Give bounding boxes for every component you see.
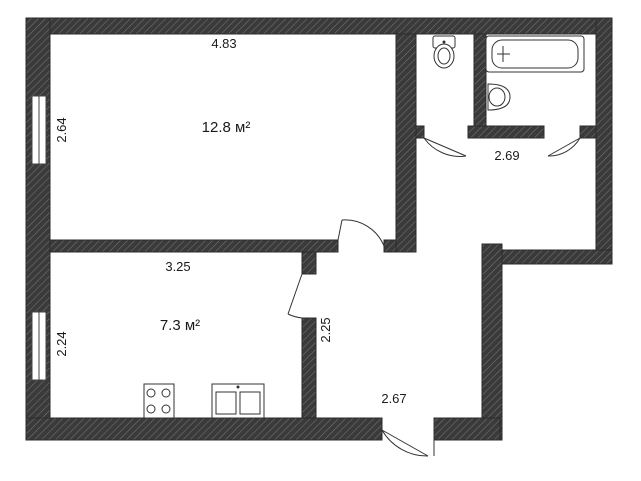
wall-bath-right [579,125,597,139]
wall-bottom-right [433,417,501,441]
wall-stub-kitchen [301,251,317,275]
kitchen-height-label: 2.24 [54,331,69,356]
wall-kitchen-corridor [301,317,317,419]
door-swing-icon [337,219,385,247]
room-large-area-label: 12.8 м² [202,119,251,136]
corridor-height-label: 2.25 [318,317,333,342]
corridor-lower-width-label: 2.67 [381,391,406,406]
wall-vertical-middle [395,33,417,253]
door-swing-icon [287,273,303,319]
wall-top [25,17,613,35]
toilet-icon [432,35,456,69]
sink-icon [487,83,511,111]
wall-between-rooms [49,239,339,253]
wall-bath-front [467,125,545,139]
room-large-width-label: 4.83 [211,36,236,51]
door-swing-icon [423,137,467,157]
wall-bath-divider [473,33,487,139]
room-large-height-label: 2.64 [54,117,69,142]
wall-step-horizontal [499,249,613,265]
bathtub-icon [485,35,585,73]
wall-bottom-left [25,417,383,441]
stove-icon [143,383,175,419]
kitchen-area-label: 7.3 м² [160,317,200,334]
door-swing-icon [547,137,581,157]
wall-right-lower [481,243,503,441]
wall-wc-left [415,125,425,139]
walls [25,17,613,441]
door-swing-icon [381,418,435,457]
corridor-width-label: 2.69 [494,148,519,163]
wall-right-upper [595,17,613,265]
kitchen-sink-icon [211,383,265,419]
kitchen-width-label: 3.25 [165,259,190,274]
